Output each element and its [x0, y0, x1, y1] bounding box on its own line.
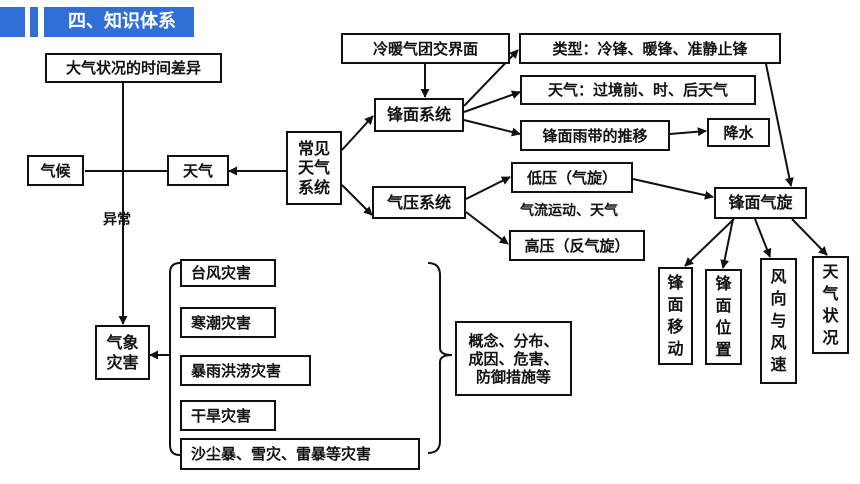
node-climate: 气候 [27, 155, 84, 186]
arrow-cyclone-to-wind [754, 218, 772, 258]
arrow-low-to-frontal-cyclone [632, 178, 714, 200]
node-wind-direction-speed: 风向与风速 [760, 258, 797, 384]
arrow-pressure-to-high [465, 211, 509, 245]
arrow-pressure-to-low [465, 176, 511, 200]
node-pressure-system: 气压系统 [372, 186, 466, 219]
node-rainbelt-shift: 锋面雨带的推移 [520, 120, 670, 151]
node-front-position: 锋面位置 [705, 269, 742, 365]
node-high-pressure: 高压（反气旋） [509, 230, 645, 261]
arrow-cyclone-to-weather-condition [791, 218, 828, 256]
label-airflow-weather: 气流运动、天气 [520, 203, 618, 219]
arrow-system-to-front-system [341, 115, 374, 151]
arrow-cyclone-to-position [720, 218, 734, 269]
node-front-movement: 锋面移动 [658, 267, 693, 365]
node-time-difference: 大气状况的时间差异 [45, 53, 222, 83]
node-frontal-cyclone: 锋面气旋 [714, 187, 807, 219]
brace-disaster-aspects [427, 262, 453, 454]
node-low-pressure: 低压（气旋） [511, 162, 633, 193]
node-weather: 天气 [167, 155, 229, 186]
bracket-disaster-list [169, 262, 181, 456]
node-sandstorm-etc-disaster: 沙尘暴、雪灾、雷暴等灾害 [180, 438, 420, 470]
node-rainstorm-flood-disaster: 暴雨洪涝灾害 [180, 355, 311, 386]
arrow-system-to-pressure-system [341, 184, 373, 216]
section-title: 四、知识体系 [54, 7, 194, 37]
label-abnormal: 异常 [103, 212, 131, 228]
node-front-types: 类型：冷锋、暖锋、准静止锋 [519, 33, 781, 64]
node-precipitation: 降水 [707, 118, 770, 147]
node-typhoon-disaster: 台风灾害 [180, 259, 276, 287]
arrow-front-to-rainbelt [463, 119, 521, 137]
node-common-weather-system: 常见天气系统 [286, 131, 342, 205]
node-front-system: 锋面系统 [374, 98, 464, 132]
node-drought-disaster: 干旱灾害 [180, 400, 276, 431]
arrow-rainbelt-to-precipitation [669, 127, 707, 137]
node-front-weather: 天气：过境前、时、后天气 [520, 75, 756, 105]
node-meteorological-disasters: 气象灾害 [95, 325, 150, 380]
arrow-front-to-weather [463, 90, 521, 113]
header-accent-stripe [30, 7, 38, 37]
arrow-types-to-frontal-cyclone [765, 63, 794, 187]
node-disaster-aspects: 概念、分布、成因、危害、防御措施等 [455, 321, 572, 396]
node-cold-wave-disaster: 寒潮灾害 [180, 307, 276, 338]
node-weather-condition: 天气状况 [812, 256, 849, 354]
node-air-mass-interface: 冷暖气团交界面 [341, 33, 510, 64]
arrow-cyclone-to-movement [684, 218, 735, 267]
header-accent-block [0, 7, 25, 37]
header-accent-stripe [44, 7, 54, 37]
